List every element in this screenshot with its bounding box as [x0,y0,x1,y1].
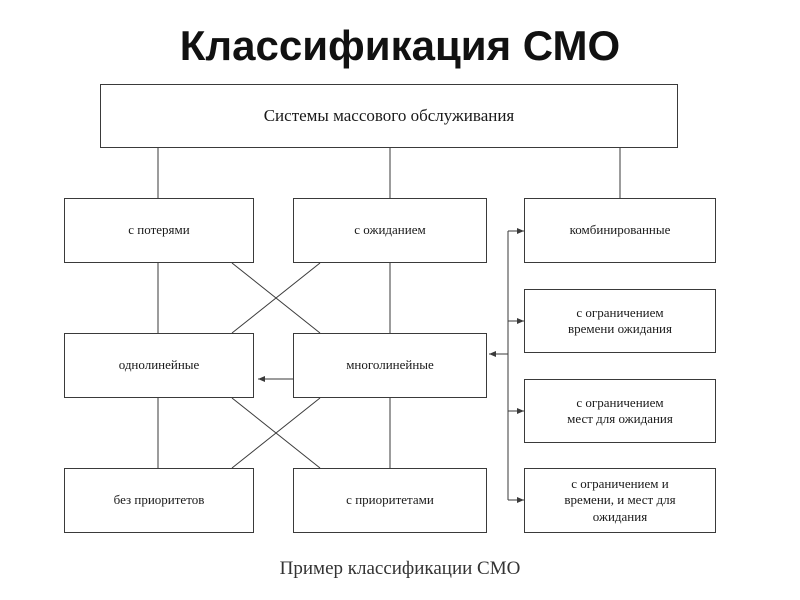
diagram-caption: Пример классификации СМО [279,558,521,579]
node-limited-wait-places: с ограничением мест для ожидания [524,379,716,443]
node-no-priorities: без приоритетов [64,468,254,533]
connector-cross-2b [231,397,321,469]
connector-cross-1b [231,262,321,334]
node-limited-time-and-places: с ограничением и времени, и мест для ожи… [524,468,716,533]
page-title: Классификация СМО [179,22,621,69]
node-with-waiting: с ожиданием [293,198,487,263]
node-with-losses: с потерями [64,198,254,263]
node-with-priorities: с приоритетами [293,468,487,533]
node-limited-wait-time: с ограничением времени ожидания [524,289,716,353]
node-multi-line: многолинейные [293,333,487,398]
node-single-line: однолинейные [64,333,254,398]
node-combined: комбинированные [524,198,716,263]
node-root: Системы массового обслуживания [100,84,678,148]
